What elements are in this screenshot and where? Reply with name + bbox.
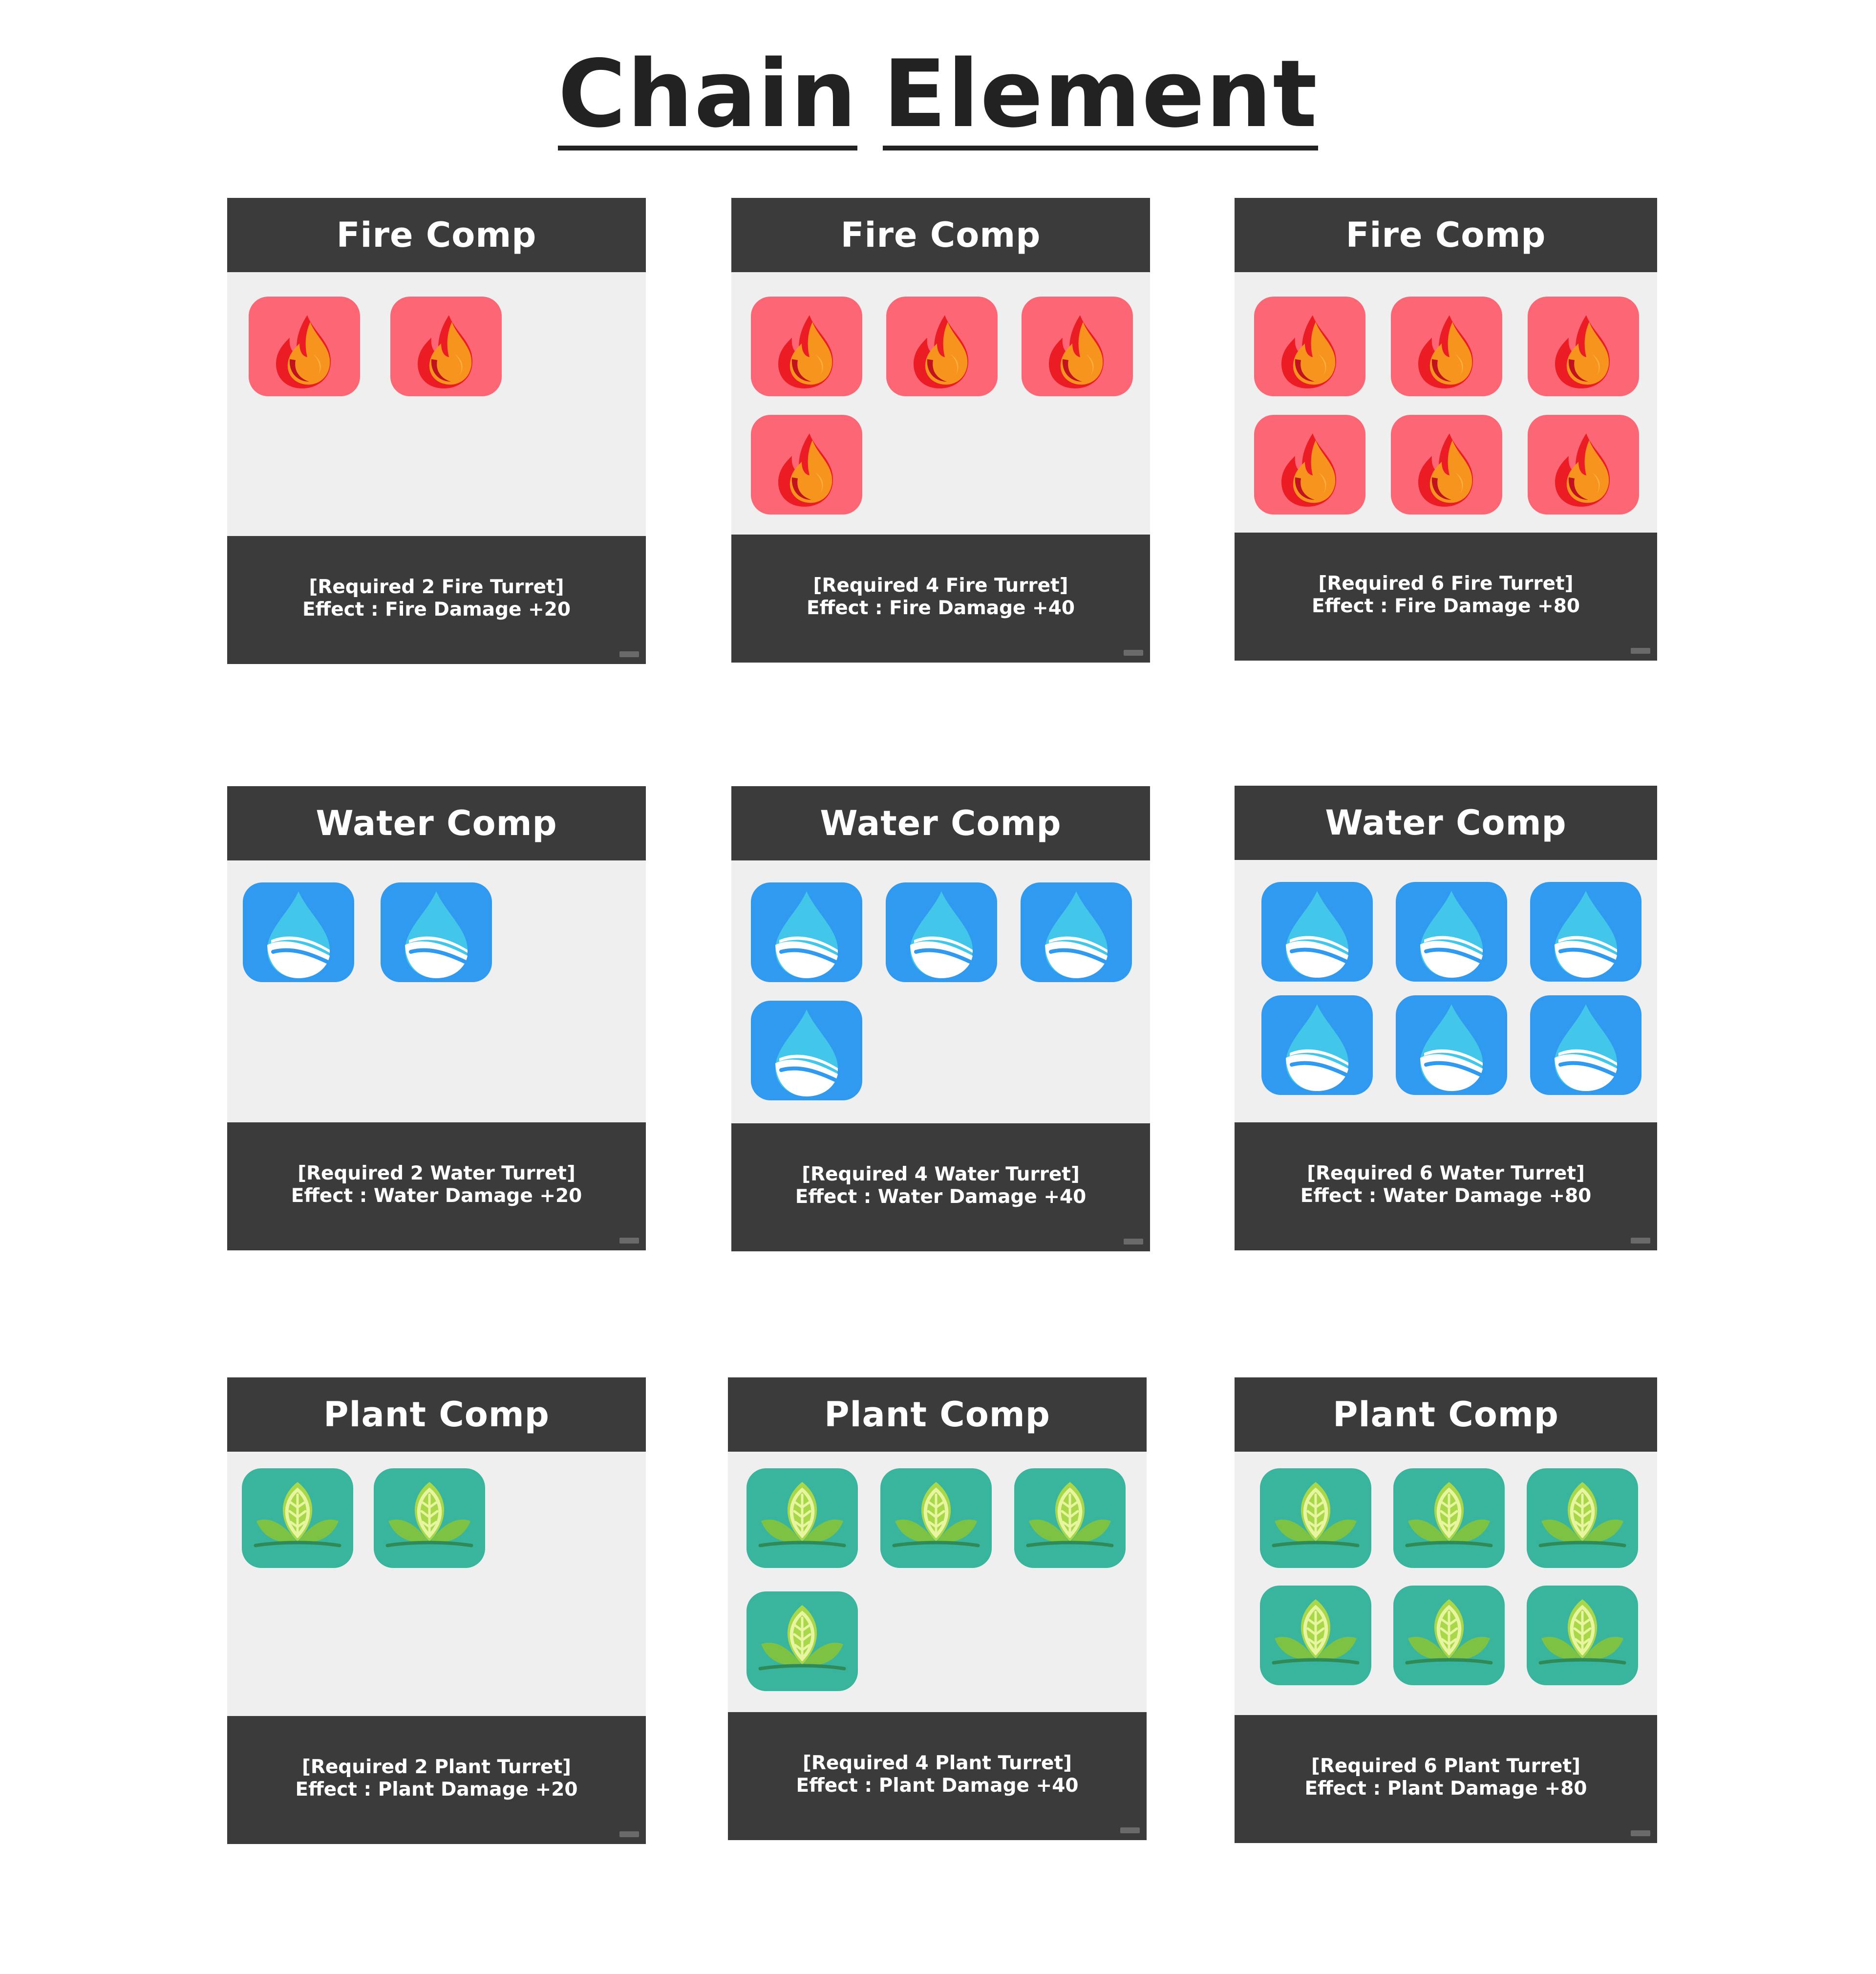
requirement-text: [Required 2 Fire Turret] — [309, 576, 564, 598]
effect-text: Effect : Plant Damage +80 — [1304, 1778, 1587, 1800]
card-footer: [Required 2 Fire Turret] Effect : Fire D… — [227, 536, 646, 664]
fire-turret-tile — [1528, 297, 1639, 396]
page-title-word-2: Element — [883, 43, 1319, 150]
plant-turret-tile — [242, 1468, 353, 1568]
fire-turret-tile — [1391, 297, 1502, 396]
requirement-text: [Required 6 Fire Turret] — [1318, 573, 1574, 595]
footer-mark — [1124, 650, 1143, 656]
card-footer: [Required 2 Water Turret] Effect : Water… — [227, 1122, 646, 1250]
effect-text: Effect : Water Damage +80 — [1300, 1185, 1592, 1207]
card-title: Fire Comp — [731, 198, 1150, 272]
effect-text: Effect : Fire Damage +40 — [806, 597, 1075, 619]
plant-turret-tile — [374, 1468, 485, 1568]
plant-turret-tile — [1393, 1468, 1505, 1568]
card-footer: [Required 4 Plant Turret] Effect : Plant… — [728, 1712, 1147, 1840]
footer-mark — [619, 651, 639, 657]
card-footer: [Required 2 Plant Turret] Effect : Plant… — [227, 1716, 646, 1844]
fire-turret-tile — [390, 297, 502, 396]
card-title: Water Comp — [1235, 786, 1657, 860]
fire-turret-tile — [751, 297, 862, 396]
fire-comp-card-4: Fire Comp [Required 4 Fire Turret] Effec… — [731, 198, 1150, 663]
fire-turret-tile — [1528, 415, 1639, 515]
water-turret-tile — [751, 1001, 862, 1100]
effect-text: Effect : Fire Damage +80 — [1311, 595, 1580, 617]
requirement-text: [Required 4 Fire Turret] — [813, 575, 1068, 597]
water-turret-tile — [243, 882, 354, 982]
card-title: Plant Comp — [227, 1377, 646, 1452]
fire-comp-card-6: Fire Comp [Required 6 Fire Turret] Effec… — [1235, 198, 1657, 661]
fire-turret-tile — [751, 415, 862, 515]
requirement-text: [Required 2 Water Turret] — [298, 1162, 576, 1184]
water-turret-tile — [1396, 882, 1507, 982]
fire-turret-tile — [1254, 297, 1365, 396]
requirement-text: [Required 6 Plant Turret] — [1311, 1755, 1580, 1777]
water-turret-tile — [1396, 995, 1507, 1095]
water-turret-tile — [381, 882, 492, 982]
requirement-text: [Required 4 Plant Turret] — [803, 1752, 1072, 1774]
water-turret-tile — [1530, 882, 1642, 982]
effect-text: Effect : Water Damage +20 — [291, 1185, 582, 1207]
card-title: Water Comp — [227, 786, 646, 860]
plant-turret-tile — [1260, 1468, 1371, 1568]
footer-mark — [1631, 648, 1650, 654]
card-footer: [Required 6 Plant Turret] Effect : Plant… — [1235, 1715, 1657, 1843]
fire-comp-card-2: Fire Comp [Required 2 Fire Turret] Effec… — [227, 198, 646, 664]
plant-turret-tile — [1527, 1586, 1638, 1685]
card-footer: [Required 4 Water Turret] Effect : Water… — [731, 1123, 1150, 1251]
requirement-text: [Required 2 Plant Turret] — [302, 1756, 571, 1778]
water-comp-card-4: Water Comp [Required 4 Water Turret] Eff… — [731, 786, 1150, 1251]
water-turret-tile — [1261, 995, 1373, 1095]
effect-text: Effect : Plant Damage +20 — [295, 1779, 578, 1801]
footer-mark — [1631, 1830, 1650, 1836]
water-turret-tile — [886, 882, 997, 982]
card-footer: [Required 6 Water Turret] Effect : Water… — [1235, 1122, 1657, 1250]
card-title: Plant Comp — [1235, 1377, 1657, 1452]
card-title: Fire Comp — [227, 198, 646, 272]
footer-mark — [619, 1238, 639, 1244]
plant-turret-tile — [1527, 1468, 1638, 1568]
fire-turret-tile — [1022, 297, 1133, 396]
water-turret-tile — [1530, 995, 1642, 1095]
effect-text: Effect : Water Damage +40 — [795, 1186, 1087, 1208]
effect-text: Effect : Fire Damage +20 — [302, 599, 571, 621]
fire-turret-tile — [1391, 415, 1502, 515]
card-title: Plant Comp — [728, 1377, 1147, 1452]
fire-turret-tile — [1254, 415, 1365, 515]
requirement-text: [Required 6 Water Turret] — [1307, 1162, 1585, 1184]
plant-comp-card-6: Plant Comp [Required 6 Plant Turret] Eff… — [1235, 1377, 1657, 1843]
footer-mark — [1631, 1238, 1650, 1244]
plant-turret-tile — [1014, 1468, 1126, 1568]
card-footer: [Required 6 Fire Turret] Effect : Fire D… — [1235, 533, 1657, 661]
effect-text: Effect : Plant Damage +40 — [796, 1775, 1079, 1797]
water-comp-card-6: Water Comp [Required 6 Water Turret] Eff… — [1235, 786, 1657, 1250]
card-title: Fire Comp — [1235, 198, 1657, 272]
water-turret-tile — [1261, 882, 1373, 982]
water-comp-card-2: Water Comp [Required 2 Water Turret] Eff… — [227, 786, 646, 1250]
page-title-word-1: Chain — [557, 43, 858, 150]
footer-mark — [1124, 1239, 1143, 1244]
plant-comp-card-2: Plant Comp [Required 2 Plant Turret] Eff… — [227, 1377, 646, 1844]
water-turret-tile — [751, 882, 862, 982]
fire-turret-tile — [249, 297, 360, 396]
plant-turret-tile — [1260, 1586, 1371, 1685]
card-footer: [Required 4 Fire Turret] Effect : Fire D… — [731, 535, 1150, 663]
footer-mark — [619, 1831, 639, 1837]
water-turret-tile — [1021, 882, 1132, 982]
plant-comp-card-4: Plant Comp [Required 4 Plant Turret] Eff… — [728, 1377, 1147, 1840]
footer-mark — [1120, 1827, 1140, 1833]
plant-turret-tile — [746, 1468, 858, 1568]
plant-turret-tile — [1393, 1586, 1505, 1685]
plant-turret-tile — [746, 1591, 858, 1691]
plant-turret-tile — [880, 1468, 992, 1568]
card-title: Water Comp — [731, 786, 1150, 860]
requirement-text: [Required 4 Water Turret] — [802, 1163, 1080, 1185]
fire-turret-tile — [886, 297, 998, 396]
